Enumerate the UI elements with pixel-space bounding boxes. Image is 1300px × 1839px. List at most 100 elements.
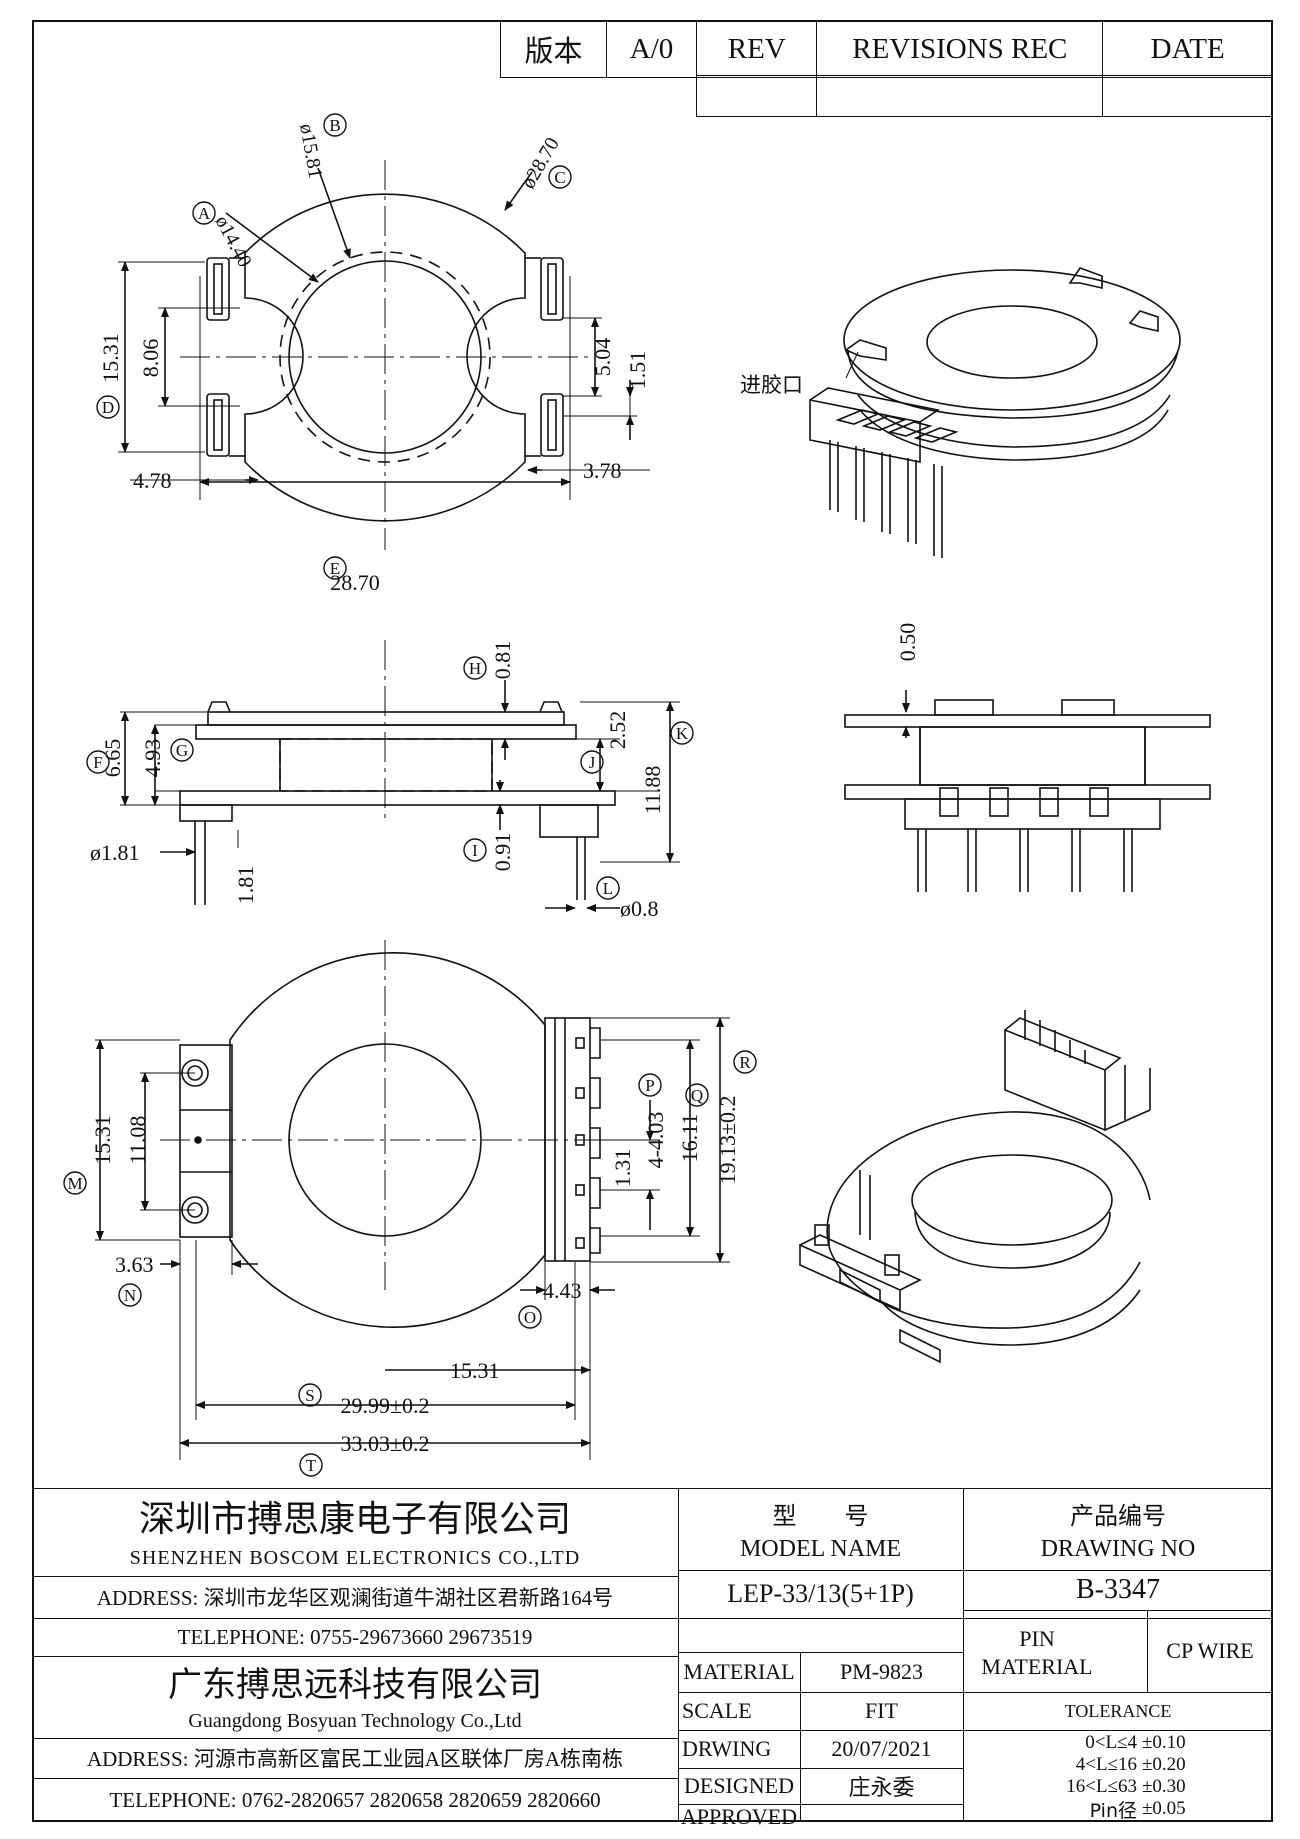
drawing-label-cn: 产品编号 [1070,1501,1166,1530]
model-label-cn: 型 号 [772,1501,869,1530]
drawing-value: B-3347 [1076,1574,1160,1605]
side-view [120,640,680,912]
dim-bottom-15-31: 15.31 [90,1115,115,1165]
tolerance-value-3: ±0.30 [1142,1776,1186,1797]
marker-t: T [306,1456,317,1475]
dim-bottom-1-31: 1.31 [610,1149,635,1188]
date-entry [1102,75,1273,117]
material-value: PM-9823 [839,1659,924,1684]
material-label: MATERIAL [683,1659,795,1684]
dim-top-height: 15.31 [98,333,123,383]
dim-side-pin-dia-small: ø0.8 [620,896,659,921]
end-view [844,690,1211,892]
drawing-views: ø14.40 ø15.81 ø28.70 15.31 8.06 5.04 1.5… [63,113,1211,1477]
marker-f: F [93,753,102,772]
marker-j: J [589,753,596,772]
dimension-labels: ø14.40 ø15.81 ø28.70 15.31 8.06 5.04 1.5… [90,122,920,1456]
marker-p: P [645,1076,654,1095]
rev-entry [695,75,818,117]
marker-g: G [176,741,188,760]
dim-bottom-19-13: 19.13±0.2 [715,1095,740,1184]
dim-side-0-91: 0.91 [490,833,515,872]
company2-en: Guangdong Bosyuan Technology Co.,Ltd [188,1709,522,1732]
scale-label: SCALE [682,1698,752,1723]
rev-label: REV [696,20,818,78]
iso-view-bottom [799,1010,1151,1364]
revision-block: 版本 A/0 REV REVISIONS REC DATE [500,20,1273,78]
address1: ADDRESS: 深圳市龙华区观澜街道牛湖社区君新路164号 [96,1586,614,1610]
telephone1: TELEPHONE: 0755-29673660 29673519 [177,1624,533,1649]
pin-material-value: CP WIRE [1166,1638,1254,1663]
marker-s: S [305,1386,314,1405]
dim-bottom-3-63: 3.63 [115,1252,154,1277]
dim-top-dia-b: ø15.81 [295,122,326,180]
tolerance-range-1: 0<L≤4 [1085,1732,1137,1753]
model-label-en: MODEL NAME [739,1535,902,1562]
dim-bottom-29-99: 29.99±0.2 [340,1393,429,1418]
dim-top-right-gap: 5.04 [590,338,615,377]
drawing-date: 20/07/2021 [831,1736,932,1761]
tolerance-range-3: 16<L≤63 [1066,1776,1137,1797]
dim-bottom-33-03: 33.03±0.2 [340,1431,429,1456]
marker-a: A [198,204,211,223]
company2-cn: 广东搏思远科技有限公司 [168,1664,542,1705]
tolerance-range-2: 4<L≤16 [1075,1754,1137,1775]
company1-cn: 深圳市搏思康电子有限公司 [138,1499,571,1540]
dim-top-right-offset: 3.78 [583,458,622,483]
revision-entry-row [695,75,1273,117]
dim-bottom-15-31-h: 15.31 [450,1358,500,1383]
dim-bottom-4-4-03: 4-4.03 [643,1112,668,1169]
markers: A B C D E F G H I J K L M N O P Q R S T [63,113,757,1477]
title-block: 深圳市搏思康电子有限公司 SHENZHEN BOSCOM ELECTRONICS… [32,1488,1273,1829]
marker-b: B [329,116,340,135]
dim-top-width: 28.70 [330,570,380,595]
marker-d: D [102,398,114,417]
dim-side-2-52: 2.52 [605,711,630,750]
marker-k: K [676,724,689,743]
marker-h: H [469,659,481,678]
marker-c: C [554,168,565,187]
address2: ADDRESS: 河源市高新区富民工业园A区联体厂房A栋南栋 [86,1747,624,1771]
approved-label: APPROVED [680,1804,798,1829]
marker-e: E [330,559,340,578]
top-view [118,160,650,550]
approved-value [800,1804,963,1822]
dim-top-right-small: 1.51 [625,351,650,390]
iso-view-top [809,267,1181,558]
company1-en: SHENZHEN BOSCOM ELECTRONICS CO.,LTD [129,1546,581,1569]
marker-l: L [603,879,613,898]
tolerance-label: TOLERANCE [1064,1700,1172,1721]
marker-m: M [67,1174,82,1193]
marker-n: N [124,1286,136,1305]
model-value: LEP-33/13(5+1P) [727,1579,914,1608]
revisions-entry [816,75,1104,117]
dim-side-height-inner: 4.93 [140,739,165,778]
dim-bottom-16-11: 16.11 [677,1114,702,1163]
revisions-label: REVISIONS REC [816,20,1104,78]
date-label: DATE [1102,20,1273,78]
designed-label: DESIGNED [684,1773,794,1798]
dim-bottom-4-43: 4.43 [543,1278,582,1303]
dim-top-left-offset: 4.78 [133,468,172,493]
scale-value: FIT [865,1698,898,1723]
bottom-view [95,940,730,1460]
tolerance-value-4: ±0.05 [1142,1798,1186,1819]
tolerance-range-4: Pin径 [1089,1799,1137,1822]
pin-material-label: PIN MATERIAL [981,1626,1093,1679]
dim-end-0-50: 0.50 [895,623,920,662]
dim-bottom-11-08: 11.08 [125,1116,150,1165]
tolerance-value-2: ±0.20 [1142,1754,1186,1775]
telephone2: TELEPHONE: 0762-2820657 2820658 2820659 … [109,1787,601,1812]
dim-side-11-88: 11.88 [640,766,665,815]
tolerance-value-1: ±0.10 [1142,1732,1186,1753]
dim-top-slot-gap: 8.06 [138,339,163,378]
dim-side-flange-top: 0.81 [490,641,515,680]
dim-top-dia-a: ø14.40 [211,212,256,271]
drawing-by-label: DRWING [682,1736,772,1761]
designed-value: 庄永委 [848,1776,915,1801]
dim-side-pin-dia: ø1.81 [90,840,140,865]
marker-o: O [524,1308,536,1327]
gate-label: 进胶口 [740,373,803,397]
dim-side-pin-height: 1.81 [233,866,258,905]
marker-q: Q [691,1086,703,1105]
